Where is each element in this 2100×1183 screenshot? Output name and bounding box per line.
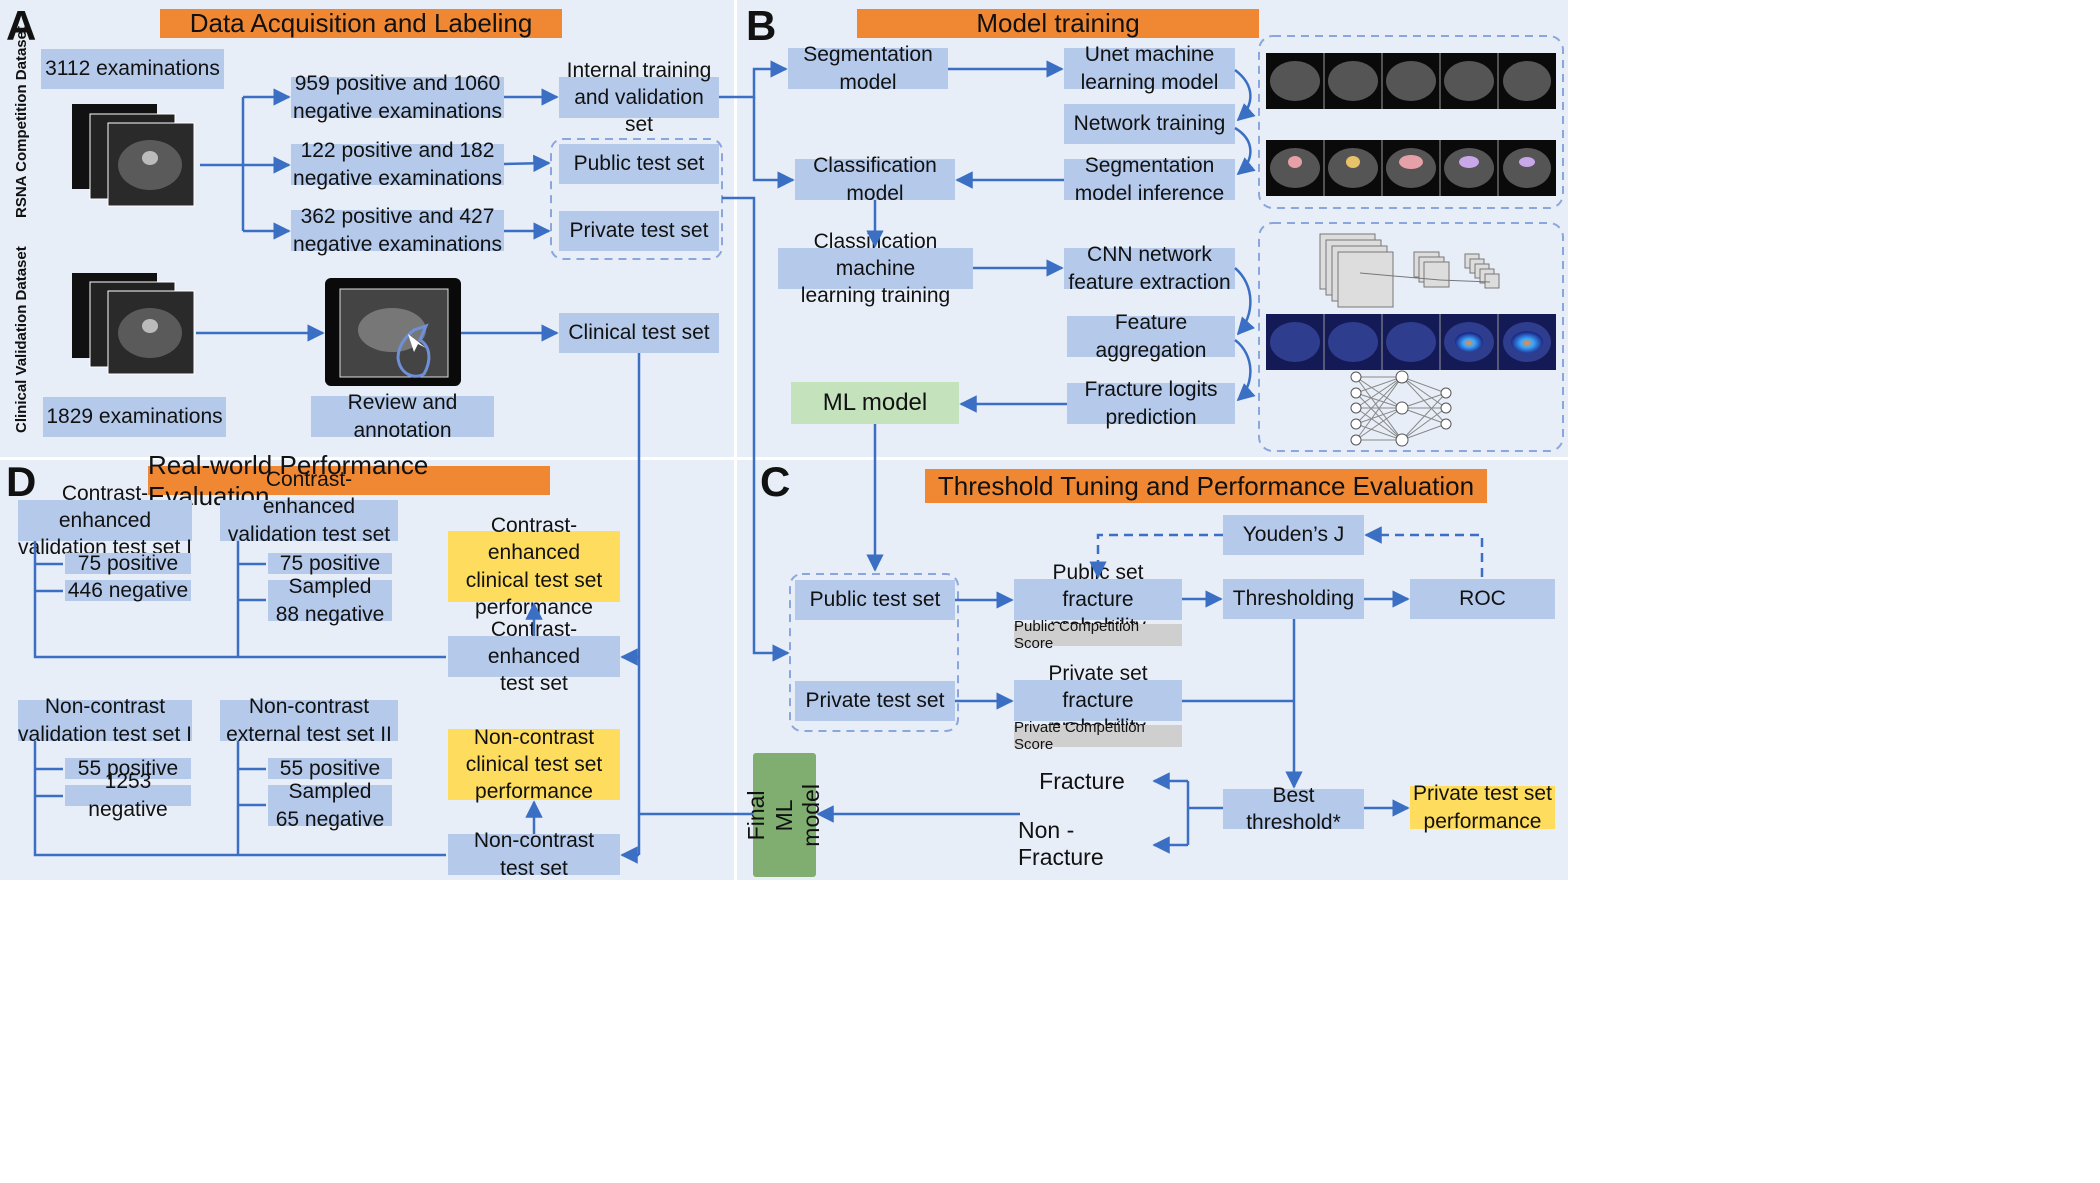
panel-c-title: Threshold Tuning and Performance Evaluat…: [925, 469, 1487, 503]
box-ce-validation-2: Contrast-enhanced validation test set II: [220, 468, 398, 573]
group-test-sets-c: [789, 573, 959, 732]
box-nc-external-2: Non-contrast external test set II: [220, 695, 398, 746]
box-youdens-j: Youden’s J: [1223, 515, 1364, 555]
segmentation-thumbnails: [1266, 53, 1556, 196]
box-split-private: 362 positive and 427 negative examinatio…: [291, 205, 504, 256]
box-public-test-set-c: Public test set: [795, 580, 955, 620]
box-1829-examinations: 1829 examinations: [43, 397, 226, 437]
panel-letter-a: A: [6, 2, 37, 49]
box-split-train: 959 positive and 1060 negative examinati…: [291, 72, 504, 123]
box-feature-aggregation: Feature aggregation: [1067, 311, 1235, 362]
box-fracture-logits: Fracture logits prediction: [1067, 378, 1235, 429]
label-fracture: Fracture: [1039, 767, 1125, 794]
box-thresholding: Thresholding: [1223, 579, 1364, 619]
box-nc-clinical-performance: Non-contrast clinical test set performan…: [448, 726, 620, 803]
box-network-training: Network training: [1064, 104, 1235, 144]
box-unet-model: Unet machine learning model: [1064, 43, 1235, 94]
box-cnn-feature-extraction: CNN network feature extraction: [1064, 243, 1235, 294]
box-ml-model: ML model: [791, 382, 959, 424]
box-segmentation-inference: Segmentation model inference: [1064, 154, 1235, 205]
box-ce1-negative: 446 negative: [65, 579, 191, 602]
box-nc-validation-1: Non-contrast validation test set I: [18, 695, 192, 746]
box-public-test-set-a: Public test set: [559, 144, 719, 184]
box-final-ml-model: Final ML model: [743, 753, 824, 877]
box-ce2-positive: 75 positive: [268, 552, 392, 575]
heatmap-thumbnails: [1266, 314, 1556, 370]
box-classification-model: Classification model: [795, 154, 955, 205]
box-ce2-negative: Sampled 88 negative: [268, 575, 392, 626]
box-best-threshold: Best threshold*: [1223, 784, 1364, 834]
panel-b-title: Model training: [857, 8, 1259, 38]
ct-stack-clinical-icon: [72, 273, 195, 375]
panel-letter-b: B: [746, 2, 777, 49]
group-test-sets-a: [550, 138, 723, 260]
box-roc: ROC: [1410, 579, 1555, 619]
box-segmentation-model: Segmentation model: [788, 43, 948, 94]
box-ce-clinical-performance: Contrast-enhanced clinical test set perf…: [448, 514, 620, 619]
ct-stack-rsna-icon: [72, 104, 195, 207]
panel-letter-c: C: [760, 458, 791, 505]
box-split-public: 122 positive and 182 negative examinatio…: [291, 139, 504, 190]
box-3112-examinations: 3112 examinations: [41, 49, 224, 89]
panel-letter-d: D: [6, 458, 37, 505]
box-review-annotation: Review and annotation: [311, 391, 494, 442]
box-nc1-positive: 55 positive: [65, 757, 191, 780]
panel-a-title: Data Acquisition and Labeling: [160, 8, 562, 38]
box-ce1-positive: 75 positive: [65, 552, 191, 575]
label-non-fracture: Non - Fracture: [1018, 817, 1104, 870]
group-seg-thumbnails: [1258, 35, 1564, 209]
box-clinical-test-set: Clinical test set: [559, 313, 719, 353]
box-private-test-set-a: Private test set: [559, 211, 719, 251]
box-nc-test-set: Non-contrast test set: [448, 829, 620, 880]
box-nc2-negative: Sampled 65 negative: [268, 780, 392, 831]
box-private-performance: Private test set performance: [1410, 782, 1555, 833]
group-cls-thumbnails: [1258, 222, 1564, 452]
box-nc2-positive: 55 positive: [268, 757, 392, 780]
cnn-architecture-icon: [1319, 233, 1500, 308]
neural-network-icon: [1350, 370, 1452, 447]
box-private-test-set-c: Private test set: [795, 681, 955, 721]
tablet-annotation-icon: [325, 278, 461, 386]
